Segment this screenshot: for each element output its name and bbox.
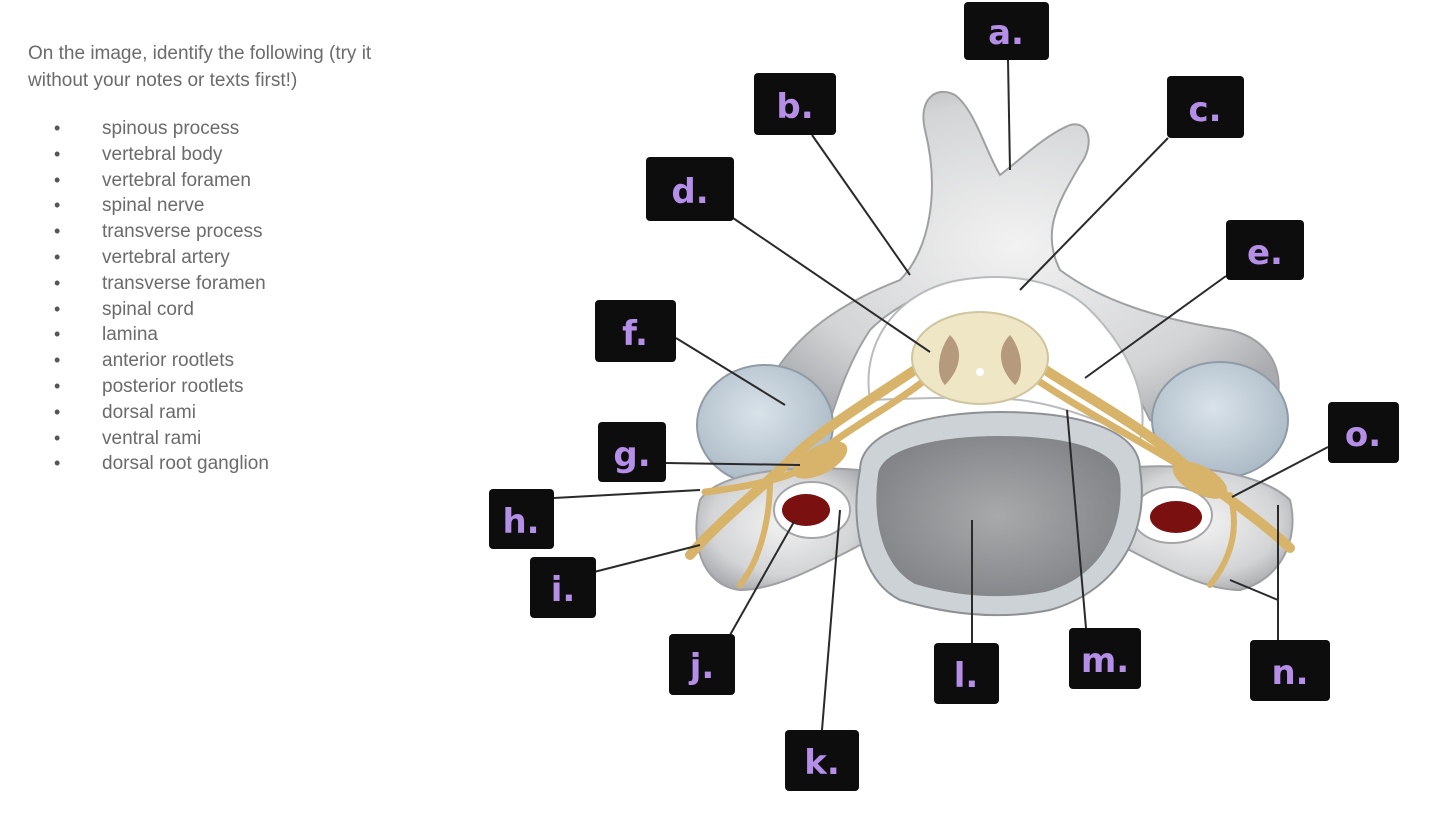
svg-text:m.: m. bbox=[1081, 641, 1129, 681]
term-item: spinous process bbox=[28, 116, 408, 142]
gray-matter-left bbox=[938, 335, 960, 385]
dorsal-root-ganglion-left bbox=[792, 441, 848, 479]
svg-text:h.: h. bbox=[502, 502, 539, 542]
vertebral-artery-right bbox=[1150, 501, 1202, 533]
label-l: l. bbox=[934, 643, 999, 704]
term-item: lamina bbox=[28, 322, 408, 348]
instructions-prompt: On the image, identify the following (tr… bbox=[28, 43, 372, 91]
leader-lines bbox=[553, 59, 1329, 731]
term-item: transverse foramen bbox=[28, 271, 408, 297]
label-g: g. bbox=[598, 422, 666, 482]
gray-matter-right bbox=[1000, 335, 1022, 385]
vertebral-body bbox=[876, 436, 1121, 597]
label-a: a. bbox=[964, 2, 1049, 60]
term-item: transverse process bbox=[28, 219, 408, 245]
term-item: anterior rootlets bbox=[28, 348, 408, 374]
svg-text:c.: c. bbox=[1188, 90, 1221, 130]
svg-text:i.: i. bbox=[551, 570, 576, 610]
vertebral-artery-left bbox=[782, 494, 830, 526]
svg-text:n.: n. bbox=[1271, 653, 1308, 693]
svg-text:g.: g. bbox=[613, 435, 650, 475]
label-n: n. bbox=[1250, 640, 1330, 701]
label-e: e. bbox=[1226, 220, 1304, 280]
svg-text:j.: j. bbox=[688, 647, 715, 687]
central-canal bbox=[976, 368, 984, 376]
term-item: vertebral foramen bbox=[28, 168, 408, 194]
term-item: dorsal root ganglion bbox=[28, 451, 408, 477]
term-item: vertebral body bbox=[28, 142, 408, 168]
svg-text:o.: o. bbox=[1345, 415, 1381, 455]
label-i: i. bbox=[530, 557, 596, 618]
term-item: dorsal rami bbox=[28, 400, 408, 426]
label-k: k. bbox=[785, 730, 859, 791]
svg-text:b.: b. bbox=[776, 87, 813, 127]
svg-text:f.: f. bbox=[622, 314, 648, 354]
term-item: spinal cord bbox=[28, 297, 408, 323]
label-f: f. bbox=[595, 300, 676, 362]
svg-text:a.: a. bbox=[988, 13, 1024, 53]
label-m: m. bbox=[1069, 628, 1141, 689]
label-c: c. bbox=[1167, 76, 1244, 138]
term-item: vertebral artery bbox=[28, 245, 408, 271]
instructions-panel: On the image, identify the following (tr… bbox=[28, 40, 408, 477]
svg-text:k.: k. bbox=[804, 743, 840, 783]
term-item: ventral rami bbox=[28, 426, 408, 452]
svg-text:l.: l. bbox=[954, 656, 979, 696]
label-b: b. bbox=[754, 73, 836, 135]
label-j: j. bbox=[669, 634, 735, 695]
label-o: o. bbox=[1328, 402, 1399, 463]
dorsal-root-ganglion-right bbox=[1172, 461, 1228, 499]
term-list: spinous process vertebral body vertebral… bbox=[28, 116, 408, 477]
label-h: h. bbox=[489, 489, 554, 549]
svg-text:d.: d. bbox=[671, 172, 708, 212]
label-d: d. bbox=[646, 157, 734, 221]
svg-text:e.: e. bbox=[1247, 233, 1283, 273]
term-item: spinal nerve bbox=[28, 193, 408, 219]
spinal-cord bbox=[911, 311, 1049, 405]
term-item: posterior rootlets bbox=[28, 374, 408, 400]
